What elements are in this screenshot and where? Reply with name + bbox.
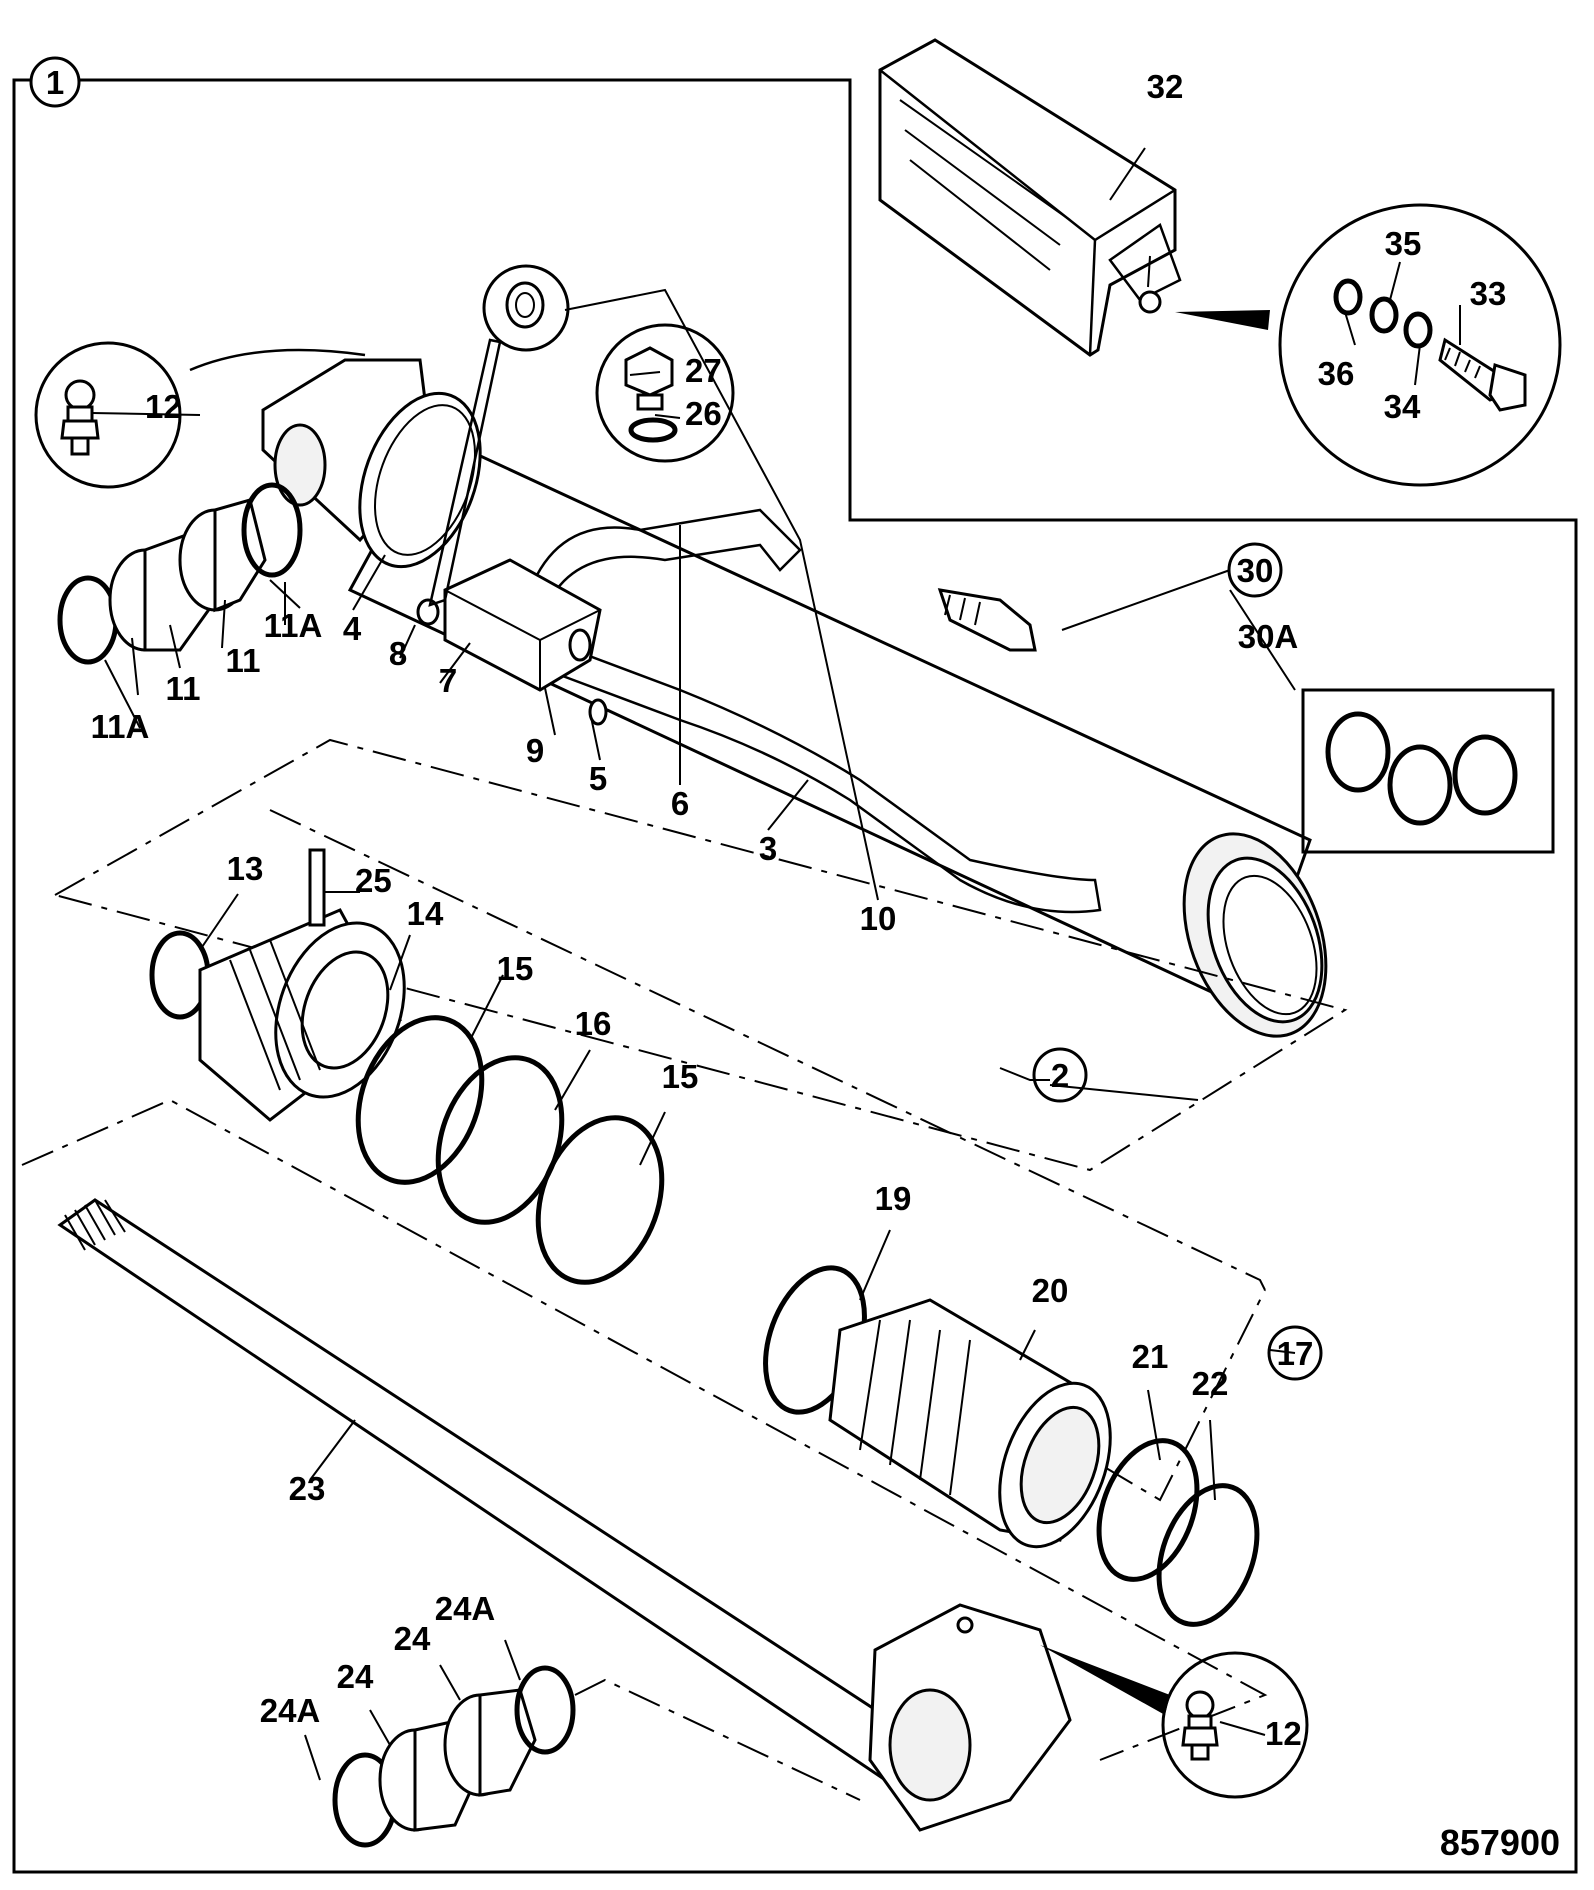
fitting-detail-10: [428, 264, 570, 607]
label-14: 14: [407, 895, 444, 932]
label-35: 35: [1385, 225, 1422, 262]
label-13: 13: [227, 850, 264, 887]
label-11b: 11: [226, 642, 261, 679]
label-33: 33: [1470, 275, 1507, 312]
plug-seal-detail-26-27: [595, 323, 735, 463]
label-6: 6: [671, 785, 689, 822]
leader-lines: [91, 147, 1461, 1781]
hardware-detail-33-36: [1175, 203, 1562, 487]
label-9: 9: [526, 732, 544, 769]
label-7: 7: [439, 662, 457, 699]
grease-nipple-detail-bottom: [1040, 1645, 1309, 1799]
label-30A: 30A: [1238, 618, 1299, 655]
rod-group-boundary: [21, 1098, 1268, 1761]
label-15b: 15: [662, 1058, 699, 1095]
label-12-top: 12: [145, 388, 182, 425]
label-4: 4: [343, 610, 362, 647]
label-1: 1: [46, 64, 64, 101]
label-30: 30: [1237, 552, 1274, 589]
piston-14: [149, 848, 406, 1122]
label-24A-right: 24A: [435, 1590, 496, 1627]
gland-20: [763, 1265, 1112, 1549]
label-26: 26: [685, 395, 722, 432]
label-11a: 11: [166, 670, 201, 707]
callout-circle-2: [1032, 1047, 1088, 1103]
seal-kit-30A: [1301, 688, 1555, 854]
label-36: 36: [1318, 355, 1355, 392]
label-32: 32: [1147, 68, 1184, 105]
label-12-bottom: 12: [1265, 1715, 1302, 1752]
label-15a: 15: [497, 950, 534, 987]
callout-circle-30: [1227, 542, 1283, 598]
assembly-frame: [12, 78, 1578, 1874]
label-3: 3: [759, 830, 777, 867]
label-17: 17: [1277, 1335, 1314, 1372]
label-19: 19: [875, 1180, 912, 1217]
piston-rod-23: [57, 1198, 1072, 1832]
bushings-11: [57, 482, 303, 665]
label-16: 16: [575, 1005, 612, 1042]
label-11A-top: 11A: [264, 607, 323, 644]
cylinder-barrel: [261, 358, 1328, 1038]
label-8: 8: [389, 635, 407, 672]
part-32-box: [878, 38, 1182, 357]
label-21: 21: [1132, 1338, 1169, 1375]
grease-nipple-detail-top: [34, 341, 366, 489]
label-5: 5: [589, 760, 607, 797]
check-valve-30: [937, 588, 1037, 652]
label-24a: 24: [337, 1658, 374, 1695]
callout-circle-1: [29, 56, 81, 108]
label-10: 10: [860, 900, 897, 937]
label-20: 20: [1032, 1272, 1069, 1309]
label-2: 2: [1051, 1057, 1069, 1094]
seals-15-16: [355, 1015, 665, 1285]
label-23: 23: [289, 1470, 326, 1507]
label-27: 27: [685, 352, 722, 389]
label-34: 34: [1384, 388, 1421, 425]
piston-group-boundary: [54, 738, 1348, 1172]
callout-labels: 1 2 3 4 5 6 7 8 9 10 11 11 11A 11A 12 12…: [46, 64, 1507, 1752]
seals-21-22: [1096, 1438, 1260, 1627]
callout-circle-17: [1267, 1325, 1323, 1381]
label-25: 25: [355, 862, 392, 899]
figure-number: 857900: [1440, 1822, 1560, 1863]
bushings-24: [332, 1665, 861, 1848]
label-24b: 24: [394, 1620, 431, 1657]
label-24A-left: 24A: [260, 1692, 321, 1729]
label-11A-bottom: 11A: [91, 708, 150, 745]
label-22: 22: [1192, 1365, 1229, 1402]
